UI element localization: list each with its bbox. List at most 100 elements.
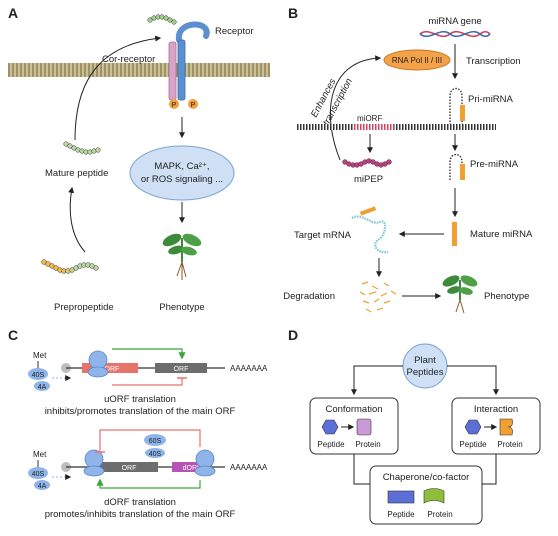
signaling-label-1: MAPK, Ca²⁺, bbox=[154, 161, 209, 172]
panel-a: A P P Receptor Cor-receptor MAPK, Ca²⁺, … bbox=[8, 5, 270, 313]
miorf-label: miORF bbox=[357, 114, 382, 123]
pri-mirna-label: Pri-miRNA bbox=[468, 94, 514, 105]
seedling-icon bbox=[162, 233, 202, 280]
uorf-label-1: uORF bbox=[101, 366, 120, 373]
chaperone-label: Chaperone/co-factor bbox=[383, 472, 470, 483]
orf-box-2 bbox=[100, 462, 158, 472]
caption-dorf-1: dORF translation bbox=[104, 497, 176, 508]
mipep-icon bbox=[342, 158, 392, 168]
receptor-label: Receptor bbox=[215, 26, 254, 37]
protein-label-3: Protein bbox=[427, 510, 452, 519]
promote-arrow-1 bbox=[112, 348, 186, 360]
ribosome-60s bbox=[144, 434, 166, 446]
arrow-prepro-to-mature bbox=[68, 186, 86, 253]
mature-peptide-label: Mature peptide bbox=[45, 168, 108, 179]
mirna-gene-label: miRNA gene bbox=[428, 16, 481, 27]
connector-left bbox=[353, 454, 370, 485]
dorf-label-2: dORF bbox=[183, 465, 202, 472]
target-mrna-label: Target mRNA bbox=[294, 230, 352, 241]
ribosome-40s-1 bbox=[28, 368, 48, 380]
plasma-membrane bbox=[8, 63, 270, 77]
dna-helix-icon bbox=[419, 30, 491, 38]
protein-label-1: Protein bbox=[355, 440, 380, 449]
r40s-label-3: 40S bbox=[149, 451, 162, 458]
receptor-icon bbox=[175, 21, 210, 101]
mipep-label: miPEP bbox=[354, 174, 383, 185]
phospho-label-right: P bbox=[191, 102, 196, 109]
factor-4a-1 bbox=[34, 381, 50, 391]
dorf-box-2 bbox=[172, 462, 212, 472]
r40s-label-2: 40S bbox=[32, 471, 45, 478]
polya-label-1: AAAAAAA bbox=[230, 364, 268, 373]
phenotype-label-b: Phenotype bbox=[484, 291, 529, 302]
promote-arrow-2 bbox=[96, 478, 201, 489]
rna-pol-label: RNA Pol II / III bbox=[392, 56, 442, 65]
arrow-mipep-enhances bbox=[329, 55, 382, 161]
panel-c-letter: C bbox=[8, 327, 18, 343]
met-label-2: Met bbox=[33, 450, 47, 459]
interaction-label: Interaction bbox=[474, 404, 518, 415]
panel-c: C Met 40S 4A uORF ORF AAAAAAA uORF trans… bbox=[8, 327, 268, 520]
arrow-to-interaction bbox=[447, 365, 499, 396]
panel-d: D Plant Peptides Conformation Peptide Pr… bbox=[288, 327, 541, 525]
caption-uorf-2: inhibits/promotes translation of the mai… bbox=[45, 406, 236, 417]
miorf-region bbox=[354, 124, 394, 130]
ribosome-40s-3 bbox=[145, 448, 165, 458]
degradation-label: Degradation bbox=[283, 291, 335, 302]
phospho-icon-right bbox=[188, 99, 198, 109]
orf-label-1: ORF bbox=[174, 366, 189, 373]
ribosome-icon-2b bbox=[194, 449, 216, 477]
inhibit-bar-1 bbox=[112, 378, 183, 386]
signaling-ellipse bbox=[129, 145, 235, 201]
peptide-label-3: Peptide bbox=[387, 510, 415, 519]
arrow-to-conformation bbox=[351, 365, 403, 396]
phospho-icon-left bbox=[169, 99, 179, 109]
transcription-label: Transcription bbox=[466, 56, 521, 67]
met-label-1: Met bbox=[33, 351, 47, 360]
orf-label-2: ORF bbox=[122, 465, 137, 472]
mature-mirna-icon bbox=[452, 222, 457, 246]
panel-b: B miRNA gene RNA Pol II / III Transcript… bbox=[283, 5, 533, 314]
peptide-hexagon-icon-1 bbox=[321, 419, 339, 435]
protein-label-2: Protein bbox=[497, 440, 522, 449]
phenotype-label-a: Phenotype bbox=[159, 302, 204, 313]
ribosome-icon-1 bbox=[87, 350, 109, 378]
inhibit-bar-2 bbox=[99, 429, 201, 452]
protein-clamp-icon-3 bbox=[423, 488, 445, 504]
rna-pol-ellipse bbox=[383, 49, 451, 71]
ribosome-40s-2 bbox=[28, 467, 48, 479]
prepropeptide-label: Prepropeptide bbox=[54, 302, 114, 313]
f4a-label-1: 4A bbox=[38, 384, 47, 391]
pri-mirna-hairpin-icon bbox=[449, 87, 465, 125]
connector-right bbox=[482, 454, 497, 485]
panel-d-letter: D bbox=[288, 327, 298, 343]
peptide-label-2: Peptide bbox=[459, 440, 487, 449]
mature-peptide-icon bbox=[63, 141, 101, 155]
ligand-peptide-icon bbox=[147, 14, 177, 25]
prepropeptide-icon bbox=[41, 259, 99, 274]
phospho-label-left: P bbox=[172, 102, 177, 109]
panel-b-letter: B bbox=[288, 5, 298, 21]
caption-dorf-2: promotes/inhibits translation of the mai… bbox=[45, 509, 236, 520]
factor-4a-2 bbox=[34, 480, 50, 490]
protein-box-icon-1 bbox=[356, 418, 372, 436]
peptide-rect-icon-3 bbox=[387, 490, 415, 504]
target-mrna-icon bbox=[351, 206, 389, 254]
mature-mirna-label: Mature miRNA bbox=[470, 229, 533, 240]
f4a-label-2: 4A bbox=[38, 483, 47, 490]
r60s-label: 60S bbox=[149, 438, 162, 445]
polya-label-2: AAAAAAA bbox=[230, 463, 268, 472]
ribosome-icon-2a bbox=[83, 449, 105, 477]
signaling-label-2: or ROS signaling ... bbox=[141, 174, 223, 185]
plant-peptides-circle bbox=[402, 343, 448, 389]
coreceptor-icon bbox=[168, 41, 177, 101]
panel-a-letter: A bbox=[8, 5, 18, 21]
r40s-label-1: 40S bbox=[32, 372, 45, 379]
caption-uorf-1: uORF translation bbox=[104, 394, 176, 405]
pri-mirna-strand bbox=[296, 124, 496, 130]
pre-mirna-label: Pre-miRNA bbox=[470, 159, 519, 170]
peptide-hexagon-icon-2 bbox=[464, 419, 482, 435]
uorf-box-1 bbox=[82, 363, 138, 373]
coreceptor-label: Cor-receptor bbox=[102, 54, 155, 65]
